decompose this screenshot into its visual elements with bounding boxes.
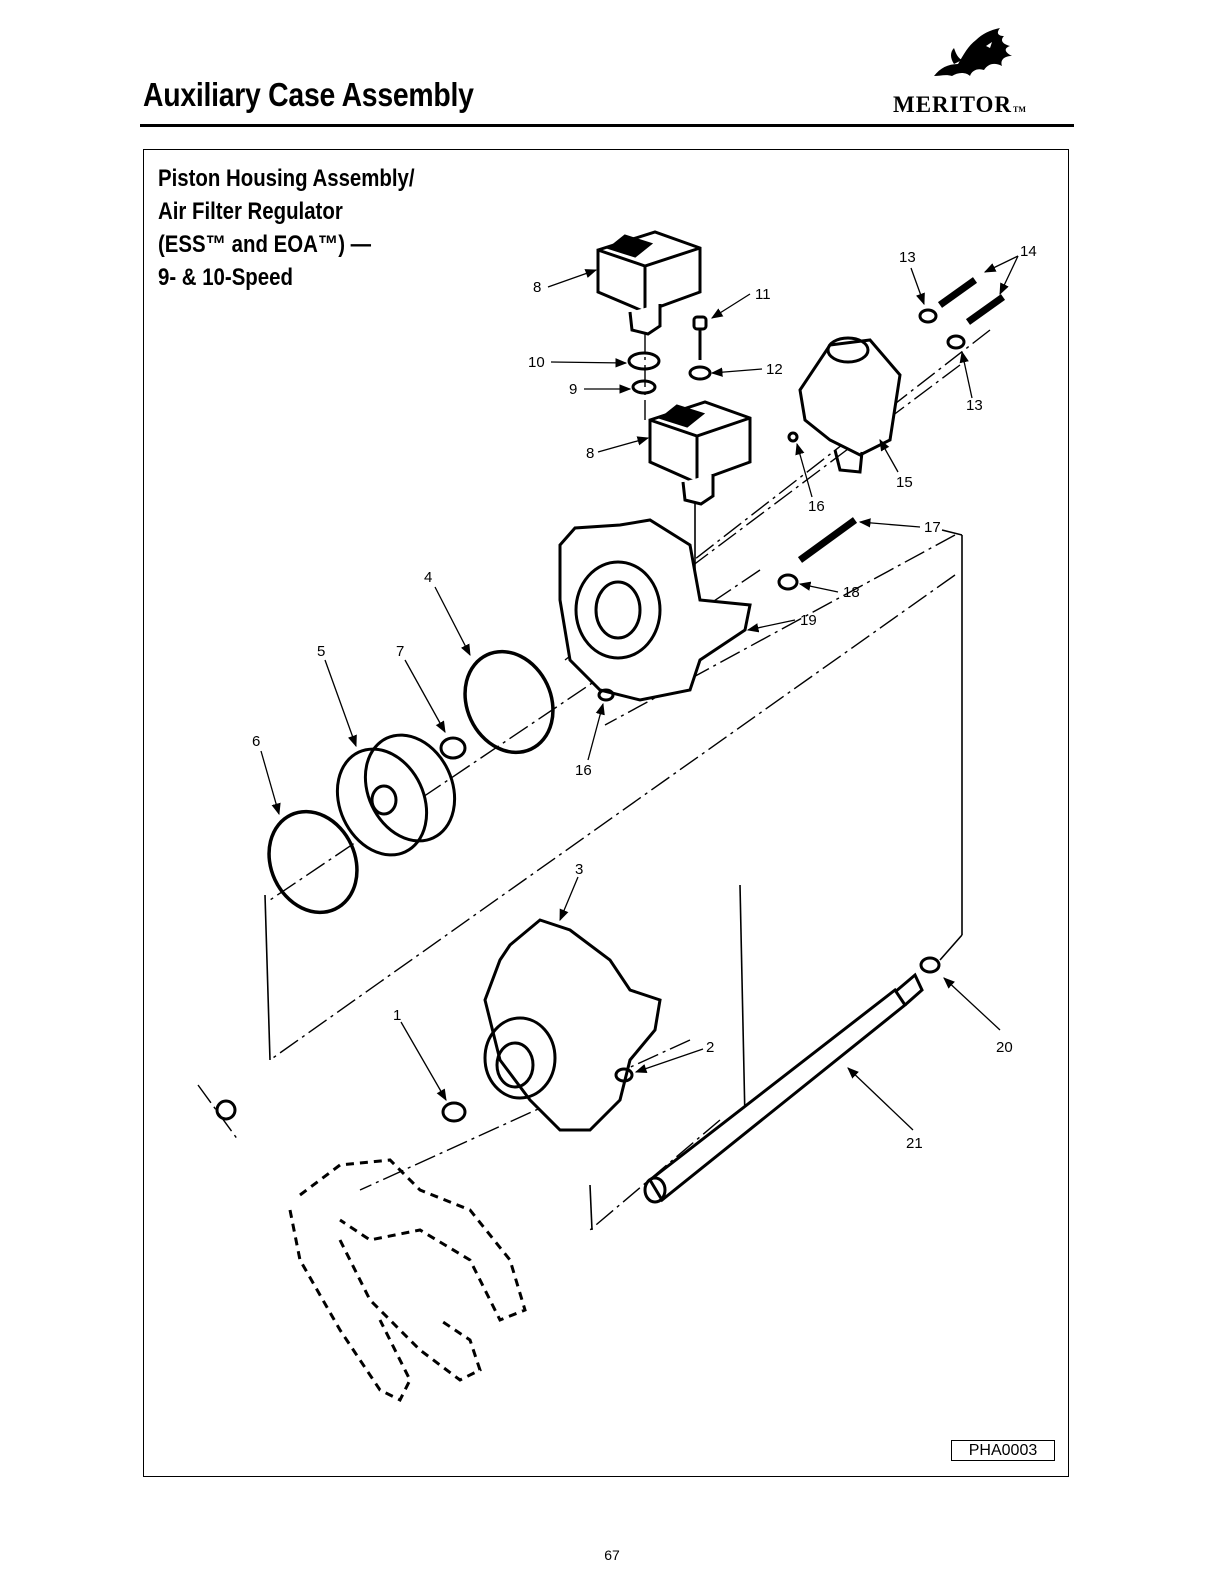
header-rule (140, 124, 1074, 127)
callout-19: 19 (800, 612, 817, 629)
part-8-upper-sensor (596, 230, 702, 336)
part-11-screw (692, 315, 708, 360)
part-15-air-filter-regulator (798, 336, 902, 474)
page-number: 67 (604, 1547, 620, 1563)
callout-4: 4 (424, 569, 432, 586)
callout-labels: 8 11 13 14 10 12 9 13 8 15 16 17 4 18 19… (252, 243, 1037, 1152)
part-8-lower-sensor (648, 400, 752, 506)
figure-id-box: PHA0003 (951, 1440, 1055, 1461)
callout-7: 7 (396, 643, 404, 660)
callout-9: 9 (569, 381, 577, 398)
diagram-title-line-3: (ESS™ and EOA™) — (158, 231, 372, 258)
callout-13-upper: 13 (899, 249, 916, 266)
part-3-cylinder-housing (441, 918, 662, 1132)
callout-17: 17 (924, 519, 941, 536)
part-19-piston-housing (558, 517, 858, 702)
callout-3: 3 (575, 861, 583, 878)
diagram-title-line-2: Air Filter Regulator (158, 198, 343, 225)
callout-8-lower: 8 (586, 445, 594, 462)
diagram-title-line-4: 9- & 10-Speed (158, 264, 293, 291)
callout-12: 12 (766, 361, 783, 378)
callout-2: 2 (706, 1039, 714, 1056)
page-title: Auxiliary Case Assembly (143, 76, 474, 113)
meritor-bull-logo (934, 28, 1012, 76)
o-ring-4-and-6 (267, 649, 555, 915)
callout-18: 18 (843, 584, 860, 601)
callout-15: 15 (896, 474, 913, 491)
diagram-title-line-1: Piston Housing Assembly/ (158, 165, 415, 192)
callout-21: 21 (906, 1135, 923, 1152)
callout-8-upper: 8 (533, 279, 541, 296)
callout-1: 1 (393, 1007, 401, 1024)
phantom-boundary-lines (264, 455, 963, 1231)
callout-11: 11 (755, 286, 771, 303)
diagram-frame (143, 149, 1069, 1477)
callout-20: 20 (996, 1039, 1013, 1056)
retaining-clip (215, 1099, 237, 1121)
callout-10: 10 (528, 354, 545, 371)
part-5-piston-7-nut (335, 733, 467, 857)
callout-5: 5 (317, 643, 325, 660)
part-21-shift-rail (643, 956, 941, 1204)
callout-6: 6 (252, 733, 260, 750)
brand-wordmark: MERITORTM (893, 92, 1026, 117)
shift-fork-phantom (288, 1158, 527, 1403)
callout-14: 14 (1020, 243, 1037, 260)
callout-13-lower: 13 (966, 397, 983, 414)
callout-16-lower: 16 (575, 762, 592, 779)
capscrews-14-washers-13 (787, 277, 1006, 443)
callout-16-upper: 16 (808, 498, 825, 515)
seal-rings-9-10-12 (627, 351, 712, 395)
leader-lines (260, 255, 1019, 1131)
